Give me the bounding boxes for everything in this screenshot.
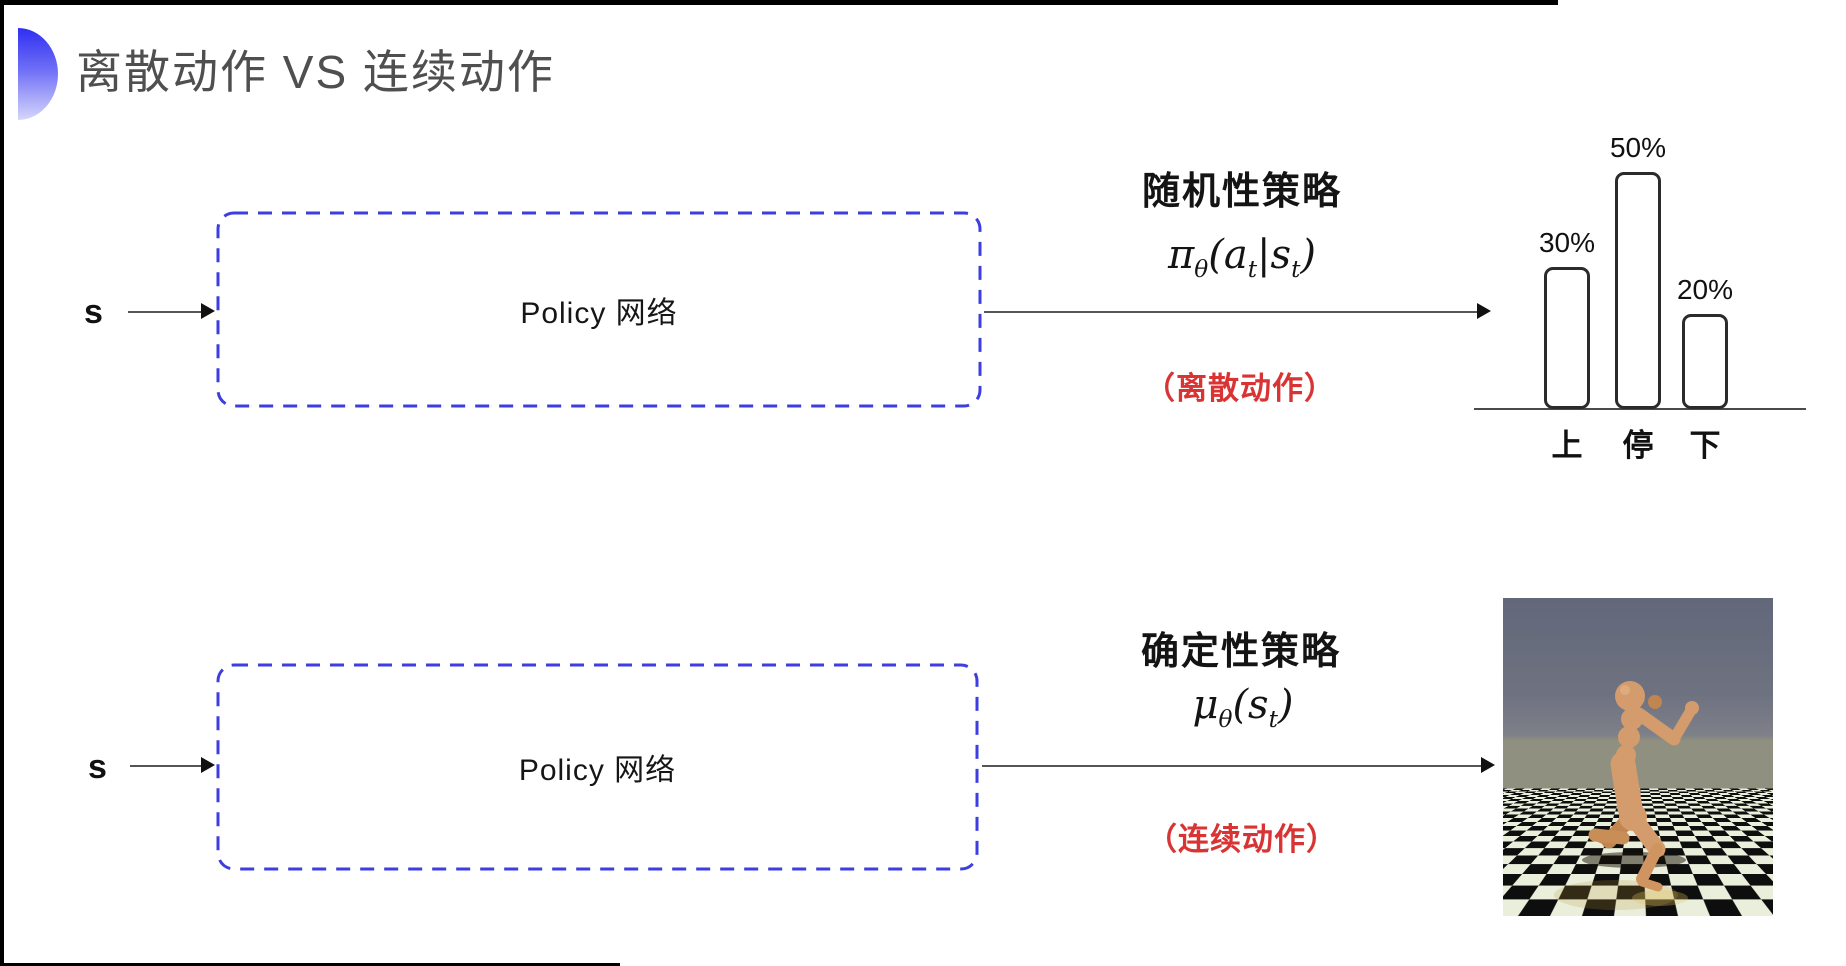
discrete-action-note: （离散动作） <box>1144 371 1336 406</box>
hand <box>1685 701 1699 715</box>
policy-network-box: Policy 网络 <box>215 662 980 872</box>
bar <box>1682 314 1728 409</box>
letterbox-left <box>0 0 4 966</box>
horizon-haze <box>1503 740 1773 774</box>
floor-glare <box>1632 890 1688 906</box>
humanoid-render <box>1503 598 1773 916</box>
policy-network-label: Policy 网络 <box>520 296 678 330</box>
bar <box>1615 172 1661 409</box>
state-input-label: s <box>84 293 103 331</box>
input-arrow <box>130 757 215 773</box>
dashed-border <box>216 663 979 871</box>
head-highlight <box>1620 685 1630 695</box>
stochastic-policy-formula: πθ(at|st) <box>1167 232 1317 283</box>
letterbox-top <box>0 0 1558 5</box>
back-foot <box>1588 828 1630 845</box>
torso <box>1610 751 1643 821</box>
abdomen <box>1616 745 1636 765</box>
bar-value-label: 20% <box>1676 274 1734 305</box>
continuous-action-note: （连续动作） <box>1146 822 1338 857</box>
deterministic-policy-title: 确定性策略 <box>1140 631 1342 673</box>
stochastic-policy-title: 随机性策略 <box>1141 171 1343 213</box>
input-arrow <box>128 303 215 319</box>
page-title: 离散动作 VS 连续动作 <box>76 46 555 98</box>
deterministic-policy-formula: μθ(st) <box>1192 682 1294 733</box>
policy-network-box: Policy 网络 <box>215 210 983 409</box>
chart-baseline <box>1474 408 1806 410</box>
bar-category-label: 停 <box>1622 428 1654 463</box>
near-foot <box>1637 877 1663 892</box>
near-shin <box>1636 843 1663 885</box>
action-probability-chart: 30% 上 50% 停 20% 下 <box>1474 100 1806 465</box>
chest <box>1618 726 1640 748</box>
humanoid-figure <box>1554 681 1699 910</box>
figure-body <box>1588 681 1699 892</box>
slide-bullet-icon <box>18 28 58 120</box>
head <box>1615 681 1645 711</box>
bar-category-label: 上 <box>1551 428 1583 463</box>
state-input-label: s <box>88 748 107 786</box>
policy-network-label: Policy 网络 <box>518 754 677 787</box>
bar-category-label: 下 <box>1689 428 1721 463</box>
output-arrow <box>982 757 1495 773</box>
forearm <box>1668 706 1696 745</box>
dashed-border <box>216 211 982 408</box>
figure-shadow <box>1582 852 1686 868</box>
letterbox-bottom <box>0 963 620 966</box>
bar <box>1544 267 1590 409</box>
upper-arm <box>1632 707 1681 746</box>
far-hand <box>1648 695 1662 709</box>
output-arrow <box>984 303 1491 319</box>
bar-value-label: 30% <box>1538 227 1596 258</box>
bar-value-label: 50% <box>1609 132 1667 163</box>
